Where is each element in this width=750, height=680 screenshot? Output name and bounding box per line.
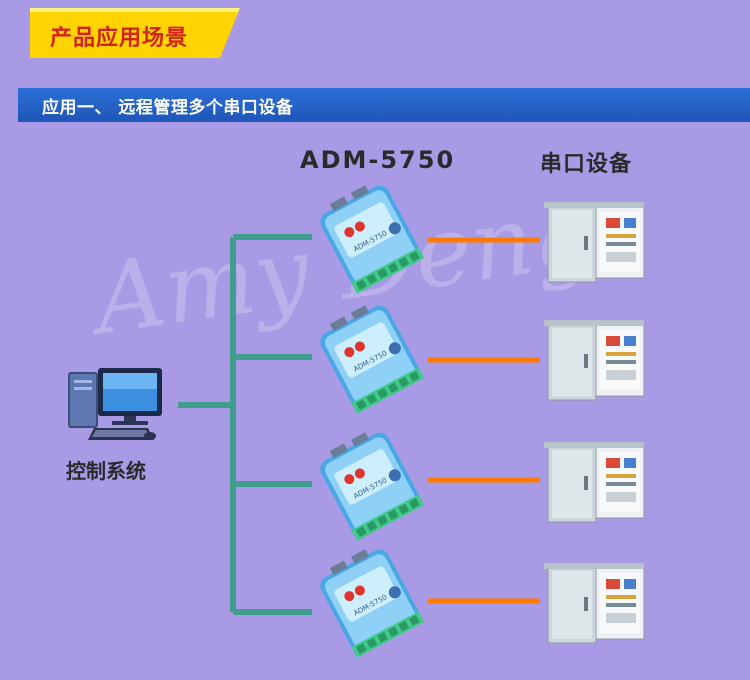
network-bus <box>178 234 312 615</box>
desktop-computer-icon <box>68 368 162 440</box>
section-bar <box>18 88 750 122</box>
electrical-cabinet-icon <box>544 563 645 644</box>
banner-title: 产品应用场景 <box>50 26 189 51</box>
section-title: 应用一、 远程管理多个串口设备 <box>42 98 294 118</box>
control-system-label: 控制系统 <box>66 459 146 483</box>
serial-server-icon: ADM-5750 <box>320 549 425 658</box>
electrical-cabinet-icon <box>544 202 645 283</box>
serial-column-header: 串口设备 <box>540 152 633 177</box>
electrical-cabinet-icon <box>544 442 645 523</box>
serial-server-icon: ADM-5750 <box>320 305 425 414</box>
title-banner <box>30 8 240 58</box>
serial-links <box>428 237 540 604</box>
serial-server-icon: ADM-5750 <box>320 185 425 294</box>
device-column-header: ADM-5750 <box>300 146 456 174</box>
electrical-cabinet-icon <box>544 320 645 401</box>
serial-server-icon: ADM-5750 <box>320 432 425 541</box>
